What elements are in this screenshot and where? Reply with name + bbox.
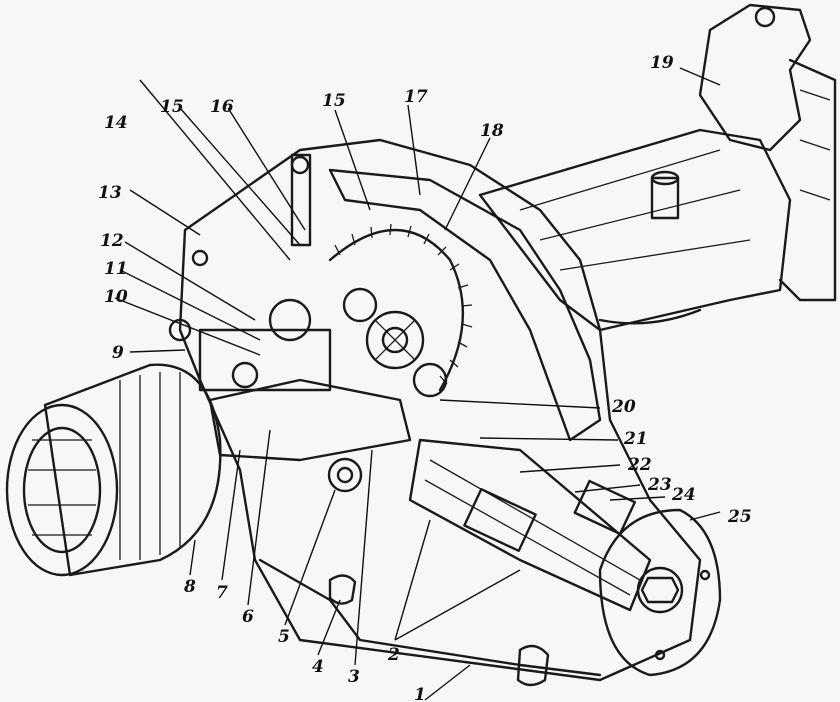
callout-labels: 19 14 15 16 15 17 18 13 12 11 10 9 20 21… — [98, 53, 752, 702]
label-1: 1 — [414, 685, 426, 702]
label-10: 10 — [104, 287, 128, 307]
label-25: 25 — [727, 507, 752, 527]
label-16: 16 — [210, 97, 234, 117]
label-20: 20 — [611, 397, 636, 417]
drive-flange-cylinder — [5, 363, 222, 577]
output-flange — [598, 508, 722, 677]
label-22: 22 — [627, 455, 652, 475]
label-9: 9 — [112, 343, 124, 363]
oil-pan — [258, 558, 602, 687]
label-5: 5 — [278, 627, 290, 647]
label-2: 2 — [387, 645, 400, 665]
label-15-left: 15 — [160, 97, 184, 117]
label-21: 21 — [623, 429, 648, 449]
pinion-shaft — [208, 378, 412, 493]
label-8: 8 — [183, 577, 196, 597]
carrier-cover-ribbed — [328, 168, 602, 442]
label-4: 4 — [312, 657, 324, 677]
axle-housing-tube — [478, 128, 792, 332]
label-6: 6 — [242, 607, 254, 627]
differential-pinions — [342, 287, 448, 398]
label-3: 3 — [348, 667, 360, 687]
label-7: 7 — [216, 583, 228, 603]
spring-bracket — [698, 3, 837, 302]
label-19: 19 — [650, 53, 674, 73]
label-11: 11 — [104, 259, 128, 279]
label-23: 23 — [647, 475, 672, 495]
label-17: 17 — [404, 87, 428, 107]
label-24: 24 — [671, 485, 696, 505]
label-14: 14 — [104, 113, 128, 133]
label-13: 13 — [98, 183, 122, 203]
label-12: 12 — [100, 231, 124, 251]
ring-gear — [328, 223, 473, 392]
label-15-right: 15 — [322, 91, 346, 111]
leader-lines — [114, 67, 721, 701]
left-bearing-assembly — [168, 298, 332, 392]
label-18: 18 — [480, 121, 504, 141]
